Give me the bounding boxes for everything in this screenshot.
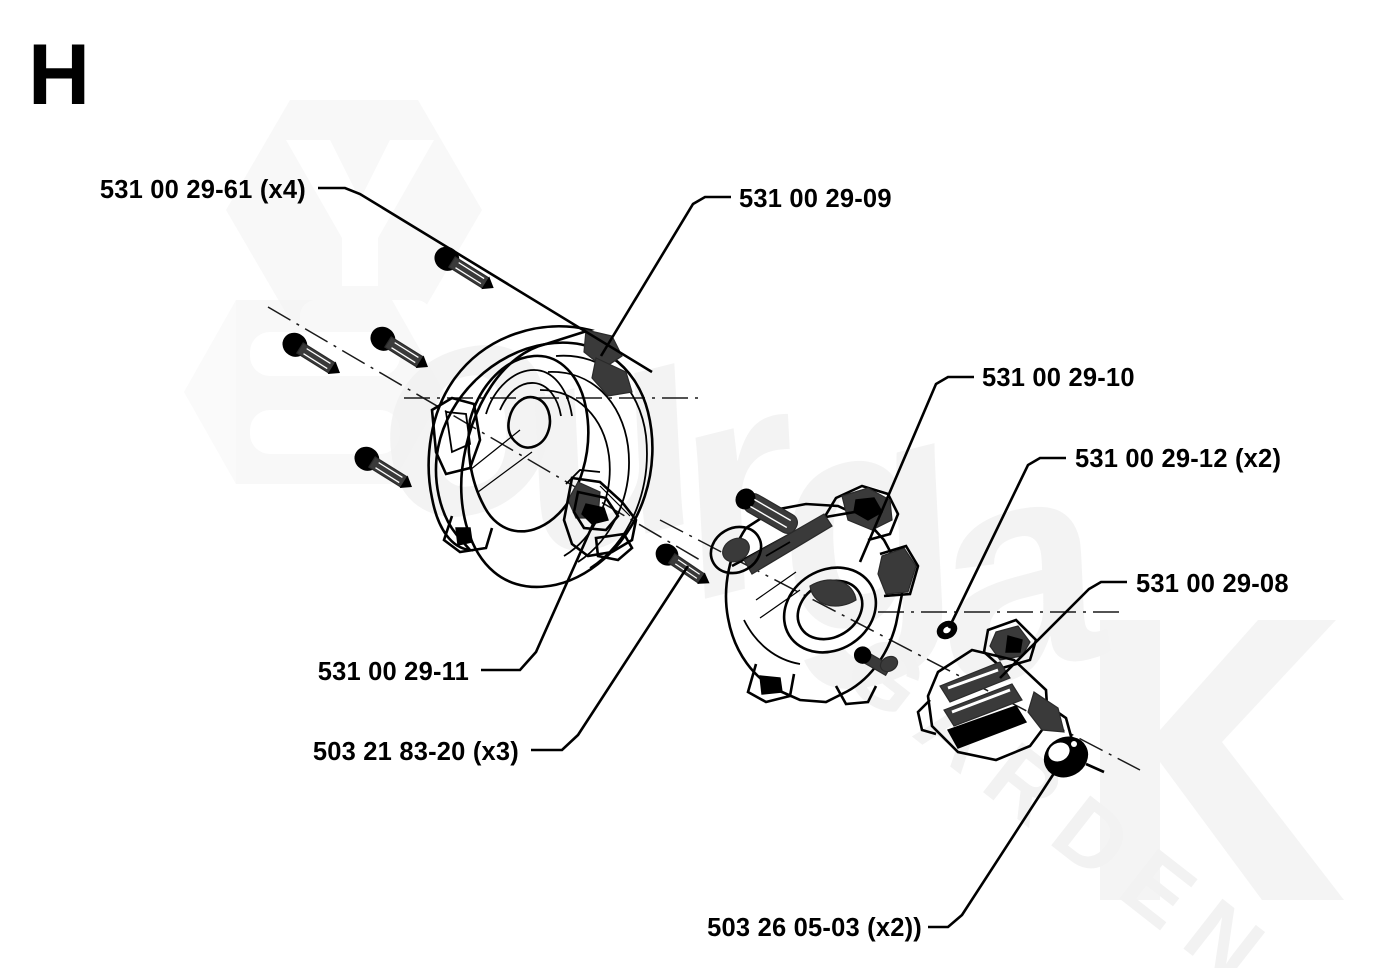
watermark-letter-k (1100, 620, 1344, 900)
part-label-531-00-29-08: 531 00 29-08 (1136, 570, 1289, 598)
part-label-531-00-29-09: 531 00 29-09 (739, 185, 892, 213)
part-label-531-00-29-10: 531 00 29-10 (982, 364, 1135, 392)
part-label-503-26-05-03: 503 26 05-03 (x2)) (707, 914, 922, 942)
part-lever-531-00-29-11 (562, 469, 638, 562)
part-spacer-531-00-29-12 (879, 620, 958, 673)
part-bushing-503-26-05-03 (1043, 736, 1105, 778)
part-crankcase-531-00-29-10 (709, 484, 920, 706)
part-label-531-00-29-12: 531 00 29-12 (x2) (1075, 445, 1281, 473)
part-label-503-21-83-20: 503 21 83-20 (x3) (313, 738, 519, 766)
part-starter-housing-531-00-29-09 (427, 325, 654, 589)
leader-531-00-29-12 (947, 456, 1066, 629)
leader-531-00-29-11 (481, 521, 596, 672)
leader-531-00-29-09 (599, 195, 731, 357)
leader-lines-group (318, 186, 1127, 929)
part-right-bracket-531-00-29-08 (916, 618, 1105, 778)
leader-503-21-83-20 (531, 565, 690, 752)
part-label-531-00-29-61: 531 00 29-61 (x4) (100, 176, 306, 204)
leader-531-00-29-61 (318, 186, 653, 374)
leader-531-00-29-10 (858, 375, 974, 563)
part-screws-531-00-29-61 (282, 246, 494, 489)
section-letter: H (28, 27, 90, 123)
leader-531-00-29-08 (999, 580, 1127, 679)
part-label-531-00-29-11: 531 00 29-11 (318, 658, 469, 686)
leader-503-26-05-03 (928, 763, 1062, 929)
part-labels-group: 531 00 29-61 (x4) 531 00 29-09 531 00 29… (100, 176, 1289, 942)
